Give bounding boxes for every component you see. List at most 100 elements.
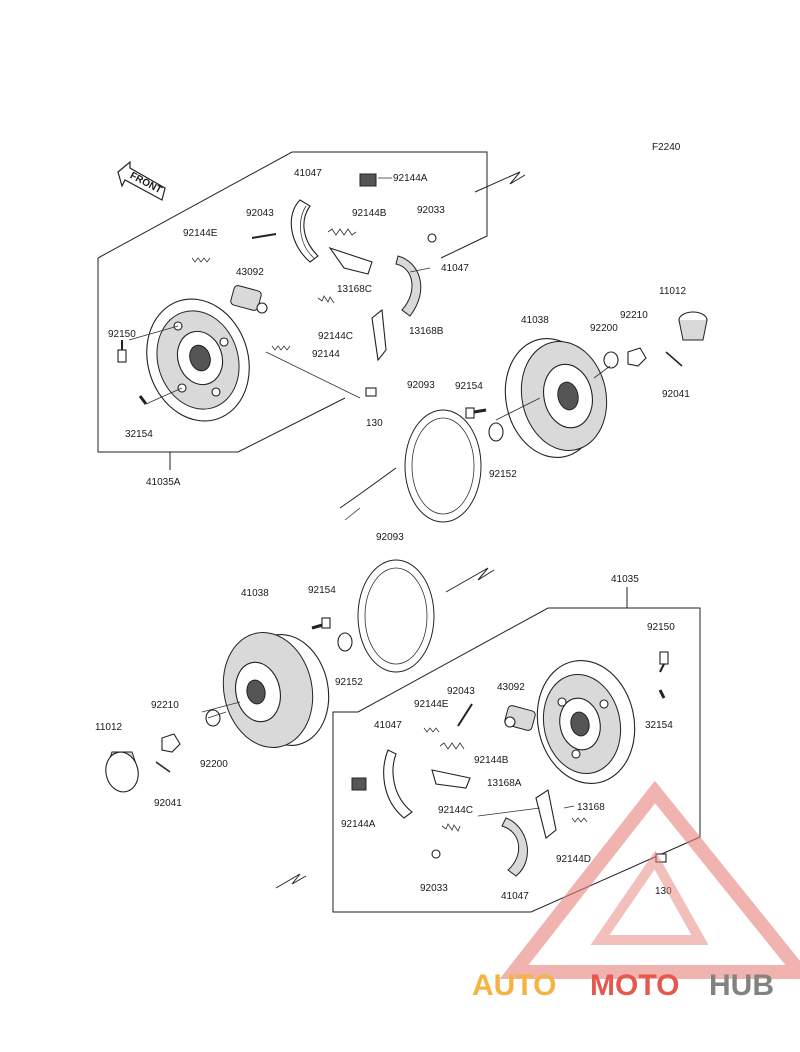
- part-label: 92154: [308, 585, 336, 596]
- part-label: 41038: [241, 588, 269, 599]
- part-label: 130: [655, 886, 672, 897]
- part-label: 92154: [455, 381, 483, 392]
- watermark-auto: AUTO: [472, 969, 556, 1002]
- stud-92154-lower: [311, 617, 331, 630]
- part-label: 41047: [501, 891, 529, 902]
- part-label: 92093: [407, 380, 435, 391]
- part-label: 92200: [590, 323, 618, 334]
- spring-92144e-lower: [423, 727, 440, 733]
- spring-92144b-lower: [439, 742, 465, 750]
- part-label: 92144A: [341, 819, 376, 830]
- part-label: 92210: [151, 700, 179, 711]
- part-label: 92200: [200, 759, 228, 770]
- brake-shoe-upper-a: [290, 199, 319, 263]
- brake-shoe-lower-b: [501, 817, 528, 877]
- part-label: 32154: [645, 720, 673, 731]
- pin-92043-upper: [251, 233, 277, 239]
- watermark-hub: HUB: [709, 969, 774, 1002]
- figure-code: F2240: [652, 142, 681, 153]
- stud-92154-upper: [465, 407, 487, 419]
- cap-11012-upper: [678, 311, 708, 341]
- bolt-92150-lower: [659, 651, 669, 673]
- part-label: 92033: [420, 883, 448, 894]
- lever-13168c: [328, 246, 373, 275]
- watermark-logo: AUTO MOTO HUB: [472, 780, 800, 1002]
- upper-assembly: 41047 92144A 92043 92144B 92033 92144E 4…: [97, 151, 708, 523]
- part-label: 92144C: [438, 805, 473, 816]
- part-label: 92033: [417, 205, 445, 216]
- washer-92200-lower: [205, 709, 221, 727]
- part-label: 13168C: [337, 284, 372, 295]
- cotter-pin-upper: [665, 351, 683, 367]
- pin-92043-lower: [457, 703, 473, 727]
- spring-92144c-upper: [317, 295, 335, 304]
- part-label: 92093: [376, 532, 404, 543]
- spring-92144c-lower: [441, 823, 461, 832]
- spring-92144d-lower: [571, 817, 588, 823]
- part-label: 92043: [447, 686, 475, 697]
- spring-92144b-upper: [327, 228, 357, 236]
- part-label: 92144B: [474, 755, 509, 766]
- part-label: 11012: [95, 722, 123, 733]
- part-label: 92152: [489, 469, 517, 480]
- lower-assembly: 92093 41038 92154 92150 92210 92152 9204…: [95, 532, 701, 913]
- washer-92152-upper: [488, 422, 504, 442]
- lever-13168: [535, 789, 557, 839]
- part-label: 92144D: [556, 854, 591, 865]
- seal-92093-upper: [404, 409, 482, 523]
- brake-panel-upper: [146, 298, 250, 422]
- part-label: 92043: [246, 208, 274, 219]
- front-arrow-icon: FRONT: [117, 160, 166, 201]
- part-label: 92041: [154, 798, 182, 809]
- nut-92210-lower: [161, 733, 181, 753]
- watermark-moto: MOTO: [590, 969, 679, 1002]
- brake-drum-upper: [504, 337, 608, 459]
- brake-shoe-upper-b: [395, 255, 422, 317]
- seal-92093-upper-inner: [411, 417, 475, 515]
- brake-panel-lower: [536, 659, 636, 785]
- cotter-pin-lower: [155, 761, 171, 773]
- part-label: 92150: [108, 329, 136, 340]
- seal-92093-lower: [357, 559, 435, 673]
- wheel-cylinder-lower: [504, 705, 536, 731]
- part-label: 41047: [374, 720, 402, 731]
- part-label: 13168A: [487, 778, 522, 789]
- part-label: 92144E: [183, 228, 218, 239]
- part-label: 41047: [294, 168, 322, 179]
- part-label: 43092: [236, 267, 264, 278]
- clip-lower: [351, 777, 367, 791]
- part-label: 11012: [659, 286, 687, 297]
- part-label: 130: [366, 418, 383, 429]
- part-label: 92144E: [414, 699, 449, 710]
- clip-upper: [359, 173, 377, 187]
- part-label: 13168B: [409, 326, 444, 337]
- part-label: 92144C: [318, 331, 353, 342]
- part-label: 13168: [577, 802, 605, 813]
- part-label: 43092: [497, 682, 525, 693]
- washer-92200-upper: [603, 351, 619, 369]
- part-label: 92041: [662, 389, 690, 400]
- group-label: 41035: [611, 574, 639, 585]
- spring-92144-upper: [271, 345, 291, 351]
- part-label: 92150: [647, 622, 675, 633]
- part-label: 92144B: [352, 208, 387, 219]
- washer-92033-upper: [427, 233, 437, 243]
- washer-92033-lower: [431, 849, 441, 859]
- group-label: 41035A: [146, 477, 181, 488]
- part-label: 41038: [521, 315, 549, 326]
- lever-13168a: [431, 769, 471, 789]
- spring-92144e-upper: [191, 257, 211, 263]
- wheel-cylinder-upper: [230, 285, 268, 314]
- part-label: 41047: [441, 263, 469, 274]
- part-label: 92144A: [393, 173, 428, 184]
- nut-130-upper: [365, 387, 377, 397]
- part-label: 92210: [620, 310, 648, 321]
- washer-92152-lower: [337, 632, 353, 652]
- part-label: 32154: [125, 429, 153, 440]
- bolt-32154-lower: [658, 689, 666, 699]
- part-label: 92152: [335, 677, 363, 688]
- lever-13168b: [371, 308, 387, 362]
- seal-92093-lower-inner: [364, 567, 428, 665]
- brake-drum-lower: [222, 632, 330, 748]
